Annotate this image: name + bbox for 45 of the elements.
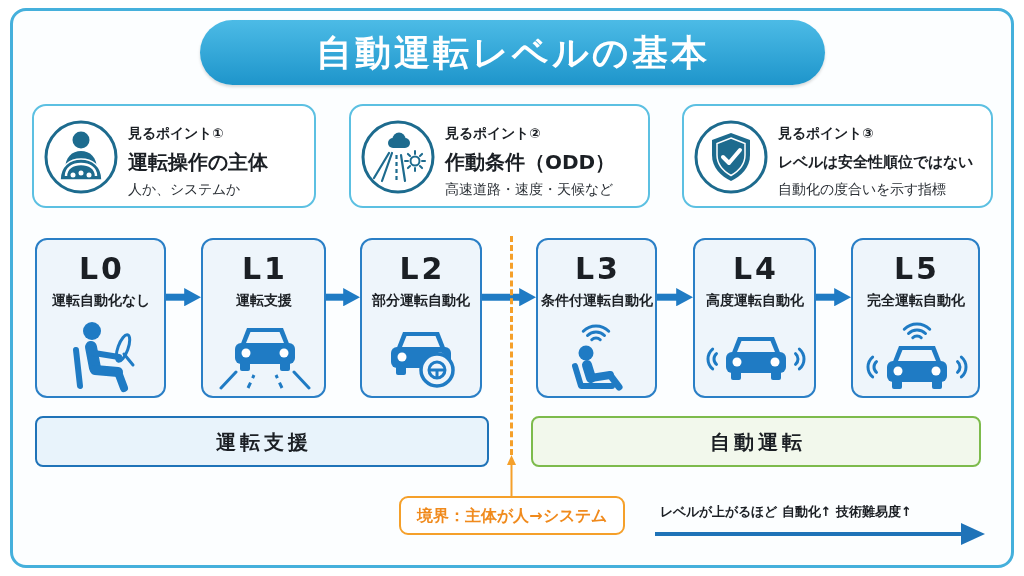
level-code: L5 <box>893 250 940 288</box>
level-code: L0 <box>78 250 125 288</box>
arrow <box>482 288 536 307</box>
point-card <box>349 104 650 208</box>
callout-box <box>399 496 625 535</box>
level-card <box>201 238 326 398</box>
card-description: 自動化の度合いを示す指標 <box>778 180 946 199</box>
level-name: 高度運転自動化 <box>705 291 804 310</box>
point-card <box>682 104 993 208</box>
band-label: 運転支援 <box>215 428 312 455</box>
level-card <box>360 238 482 398</box>
level-card <box>35 238 166 398</box>
card-label: 見るポイント③ <box>778 124 874 143</box>
level-card <box>536 238 657 398</box>
pointer-arrow <box>507 454 516 497</box>
level-code: L4 <box>732 250 779 288</box>
dashed-divider-line <box>510 236 513 455</box>
level-card <box>851 238 980 398</box>
level-name: 運転支援 <box>235 291 292 310</box>
arrow <box>166 288 201 307</box>
arrow <box>657 288 693 307</box>
card-description: 人か、システムか <box>128 180 240 199</box>
card-heading: 作動条件（ODD） <box>445 149 616 176</box>
category-band <box>531 416 981 467</box>
level-name: 運転自動化なし <box>51 291 150 310</box>
level-name: 条件付運転自動化 <box>540 291 653 310</box>
band-label: 自動運転 <box>709 428 806 455</box>
card-description: 高速道路・速度・天候など <box>445 180 613 199</box>
card-heading: 運転操作の主体 <box>128 149 268 176</box>
trend-label: レベルが上がるほど 自動化↑ 技術難易度↑ <box>660 503 912 521</box>
arrow <box>816 288 851 307</box>
arrow <box>326 288 360 307</box>
level-name: 完全運転自動化 <box>866 291 965 310</box>
card-heading: レベルは安全性順位ではない <box>778 152 973 173</box>
title-banner: 自動運転レベルの基本 <box>200 20 825 85</box>
category-band <box>35 416 489 467</box>
card-label: 見るポイント① <box>128 124 224 143</box>
card-label: 見るポイント② <box>445 124 541 143</box>
level-code: L2 <box>398 250 446 288</box>
level-name: 部分運転自動化 <box>372 291 470 310</box>
level-code: L3 <box>574 250 621 288</box>
level-code: L1 <box>241 250 288 288</box>
point-card <box>32 104 316 208</box>
level-card <box>693 238 816 398</box>
callout-text: 境界：主体が人→システム <box>417 504 607 527</box>
